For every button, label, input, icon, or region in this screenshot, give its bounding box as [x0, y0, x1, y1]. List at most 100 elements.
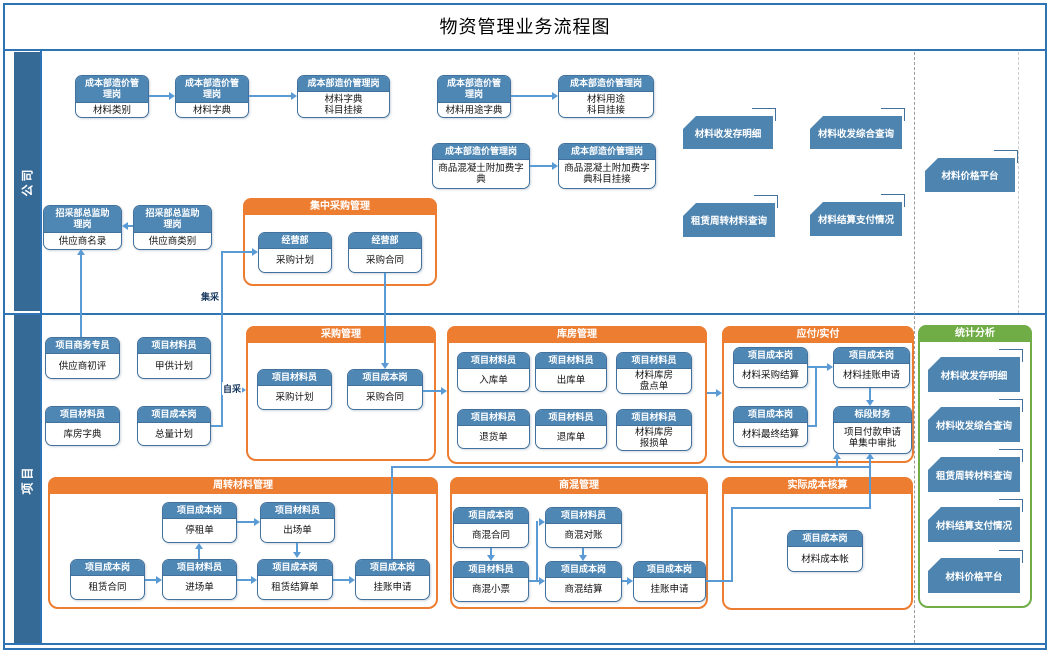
- node-material-dict-subject-link: 成本部造价管理岗材料字典 科目挂接: [297, 75, 390, 118]
- node-concrete-hang-account-request: 项目成本岗挂账申请: [633, 561, 706, 602]
- node-role: 项目成本岗: [138, 407, 210, 423]
- stat-lease-turnover-material-query: 租赁周转材料查询: [928, 457, 1020, 492]
- node-outbound-order: 项目材料员出库单: [535, 352, 607, 392]
- arrowhead-down: [579, 555, 587, 561]
- lane-divider-line: [3, 313, 1047, 315]
- node-purchase-settlement: 项目成本岗材料采购结算: [733, 347, 808, 388]
- arrowhead-right: [716, 389, 722, 397]
- node-role: 成本部造价管 理岗: [176, 76, 248, 103]
- node-doc: 商混合同: [471, 530, 510, 541]
- node-doc: 租赁合同: [88, 582, 127, 593]
- node-doc: 库房字典: [63, 428, 102, 440]
- arrowhead-right: [254, 518, 260, 526]
- corner-bracket: [999, 399, 1023, 412]
- node-doc: 采购合同: [365, 392, 404, 403]
- arrowhead-right: [251, 576, 257, 584]
- arrowhead-right: [539, 518, 545, 526]
- connector-segment: [511, 95, 552, 97]
- group-header: 采购管理: [246, 326, 436, 343]
- connector-segment: [221, 251, 252, 253]
- node-role: 项目材料员: [458, 410, 529, 426]
- node-material-hang-account-request: 项目成本岗材料挂账申请: [833, 347, 910, 388]
- dashed-divider: [1018, 52, 1019, 313]
- arrowhead-left: [122, 222, 128, 230]
- connector-segment: [529, 580, 539, 582]
- node-role: 项目成本岗: [163, 503, 236, 519]
- lane-label-project: 项目: [14, 315, 40, 643]
- corner-bracket: [754, 195, 778, 208]
- group-header: 周转材料管理: [48, 477, 438, 494]
- node-material-usage-subject-link: 成本部造价管理岗材料用途 科目挂接: [558, 75, 654, 118]
- node-doc: 商混小票: [471, 584, 510, 595]
- node-concrete-reconciliation: 项目材料员商混对账: [545, 507, 622, 548]
- stat-material-in-out-comprehensive-query: 材料收发综合查询: [928, 407, 1020, 442]
- node-material-dictionary: 成本部造价管 理岗材料字典: [175, 75, 249, 118]
- connector-segment: [490, 548, 492, 555]
- node-concrete-contract: 项目成本岗商混合同: [453, 507, 529, 548]
- arrowhead-up: [833, 453, 841, 459]
- node-role: 成本部造价管理岗: [559, 144, 655, 160]
- corner-bracket: [881, 194, 905, 207]
- connector-segment: [731, 507, 733, 582]
- corner-bracket: [881, 108, 905, 121]
- node-role: 项目成本岗: [734, 407, 807, 423]
- arrowhead-up: [195, 543, 203, 549]
- node-role: 成本部造价管 理岗: [438, 76, 510, 103]
- arrowhead-right: [291, 92, 297, 100]
- node-role: 成本部造价管 理岗: [76, 76, 148, 103]
- node-purchase-contract: 项目成本岗采购合同: [347, 369, 423, 410]
- node-turnover-hang-account-request: 项目成本岗挂账申请: [355, 559, 430, 600]
- arrowhead-right: [552, 92, 558, 100]
- tag-material-price-platform: 材料价格平台: [925, 158, 1015, 192]
- node-concrete-surcharge-dictionary: 成本部造价管理岗商品混凝土附加费字 典: [432, 143, 530, 189]
- node-doc: 租赁结算单: [271, 582, 319, 593]
- node-doc: 总量计划: [154, 428, 193, 440]
- connector-segment: [706, 580, 733, 582]
- node-doc: 进场单: [185, 582, 214, 593]
- node-stop-rent-order: 项目成本岗停租单: [162, 502, 237, 543]
- node-supplier-initial-review: 项目商务专员供应商初评: [45, 337, 120, 379]
- connector-segment: [128, 225, 133, 227]
- connector-segment: [198, 549, 200, 559]
- node-doc: 商混对账: [564, 530, 603, 541]
- node-doc: 退库单: [556, 431, 586, 443]
- connector-segment: [80, 255, 82, 337]
- node-concrete-surcharge-subject-link: 成本部造价管理岗商品混凝土附加费字 典科目挂接: [558, 143, 656, 189]
- node-doc: 采购计划: [275, 392, 314, 403]
- connector-segment: [237, 521, 254, 523]
- corner-bracket: [999, 349, 1023, 362]
- node-doc: 采购计划: [275, 255, 314, 266]
- node-role: 项目材料员: [454, 562, 528, 578]
- connector-segment: [237, 579, 251, 581]
- node-doc: 材料类别: [92, 104, 131, 116]
- node-material-usage-dictionary: 成本部造价管 理岗材料用途字典: [437, 75, 511, 118]
- node-role: 项目材料员: [536, 353, 606, 369]
- arrowhead-right: [240, 386, 246, 394]
- node-doc: 材料最终结算: [741, 429, 799, 440]
- node-doc: 材料库房 盘点单: [634, 370, 673, 392]
- connector-segment: [296, 543, 298, 552]
- connector-segment: [211, 425, 223, 427]
- connector-segment: [731, 507, 871, 509]
- node-role: 项目材料员: [46, 407, 119, 423]
- arrowhead-down: [293, 552, 301, 558]
- connector-segment: [333, 579, 349, 581]
- arrowhead-up: [77, 249, 85, 255]
- node-central-purchase-plan: 经营部采购计划: [258, 232, 332, 273]
- node-doc: 退货单: [479, 431, 508, 443]
- node-doc: 出库单: [556, 374, 586, 386]
- node-doc: 材料库房 报损单: [634, 427, 673, 449]
- group-header: 商混管理: [450, 477, 708, 494]
- connector-segment: [391, 466, 871, 468]
- node-return-goods-order: 项目材料员退货单: [457, 409, 530, 449]
- arrowhead-right: [252, 248, 258, 256]
- node-role: 项目材料员: [138, 338, 210, 354]
- node-role: 项目成本岗: [546, 562, 621, 578]
- connector-segment: [145, 579, 156, 581]
- connector-segment: [869, 388, 871, 400]
- connector-segment: [836, 459, 838, 467]
- node-doc: 挂账申请: [650, 584, 689, 595]
- group-header: 库房管理: [447, 326, 707, 343]
- node-role: 项目成本岗: [71, 560, 144, 576]
- node-role: 项目成本岗: [834, 348, 909, 364]
